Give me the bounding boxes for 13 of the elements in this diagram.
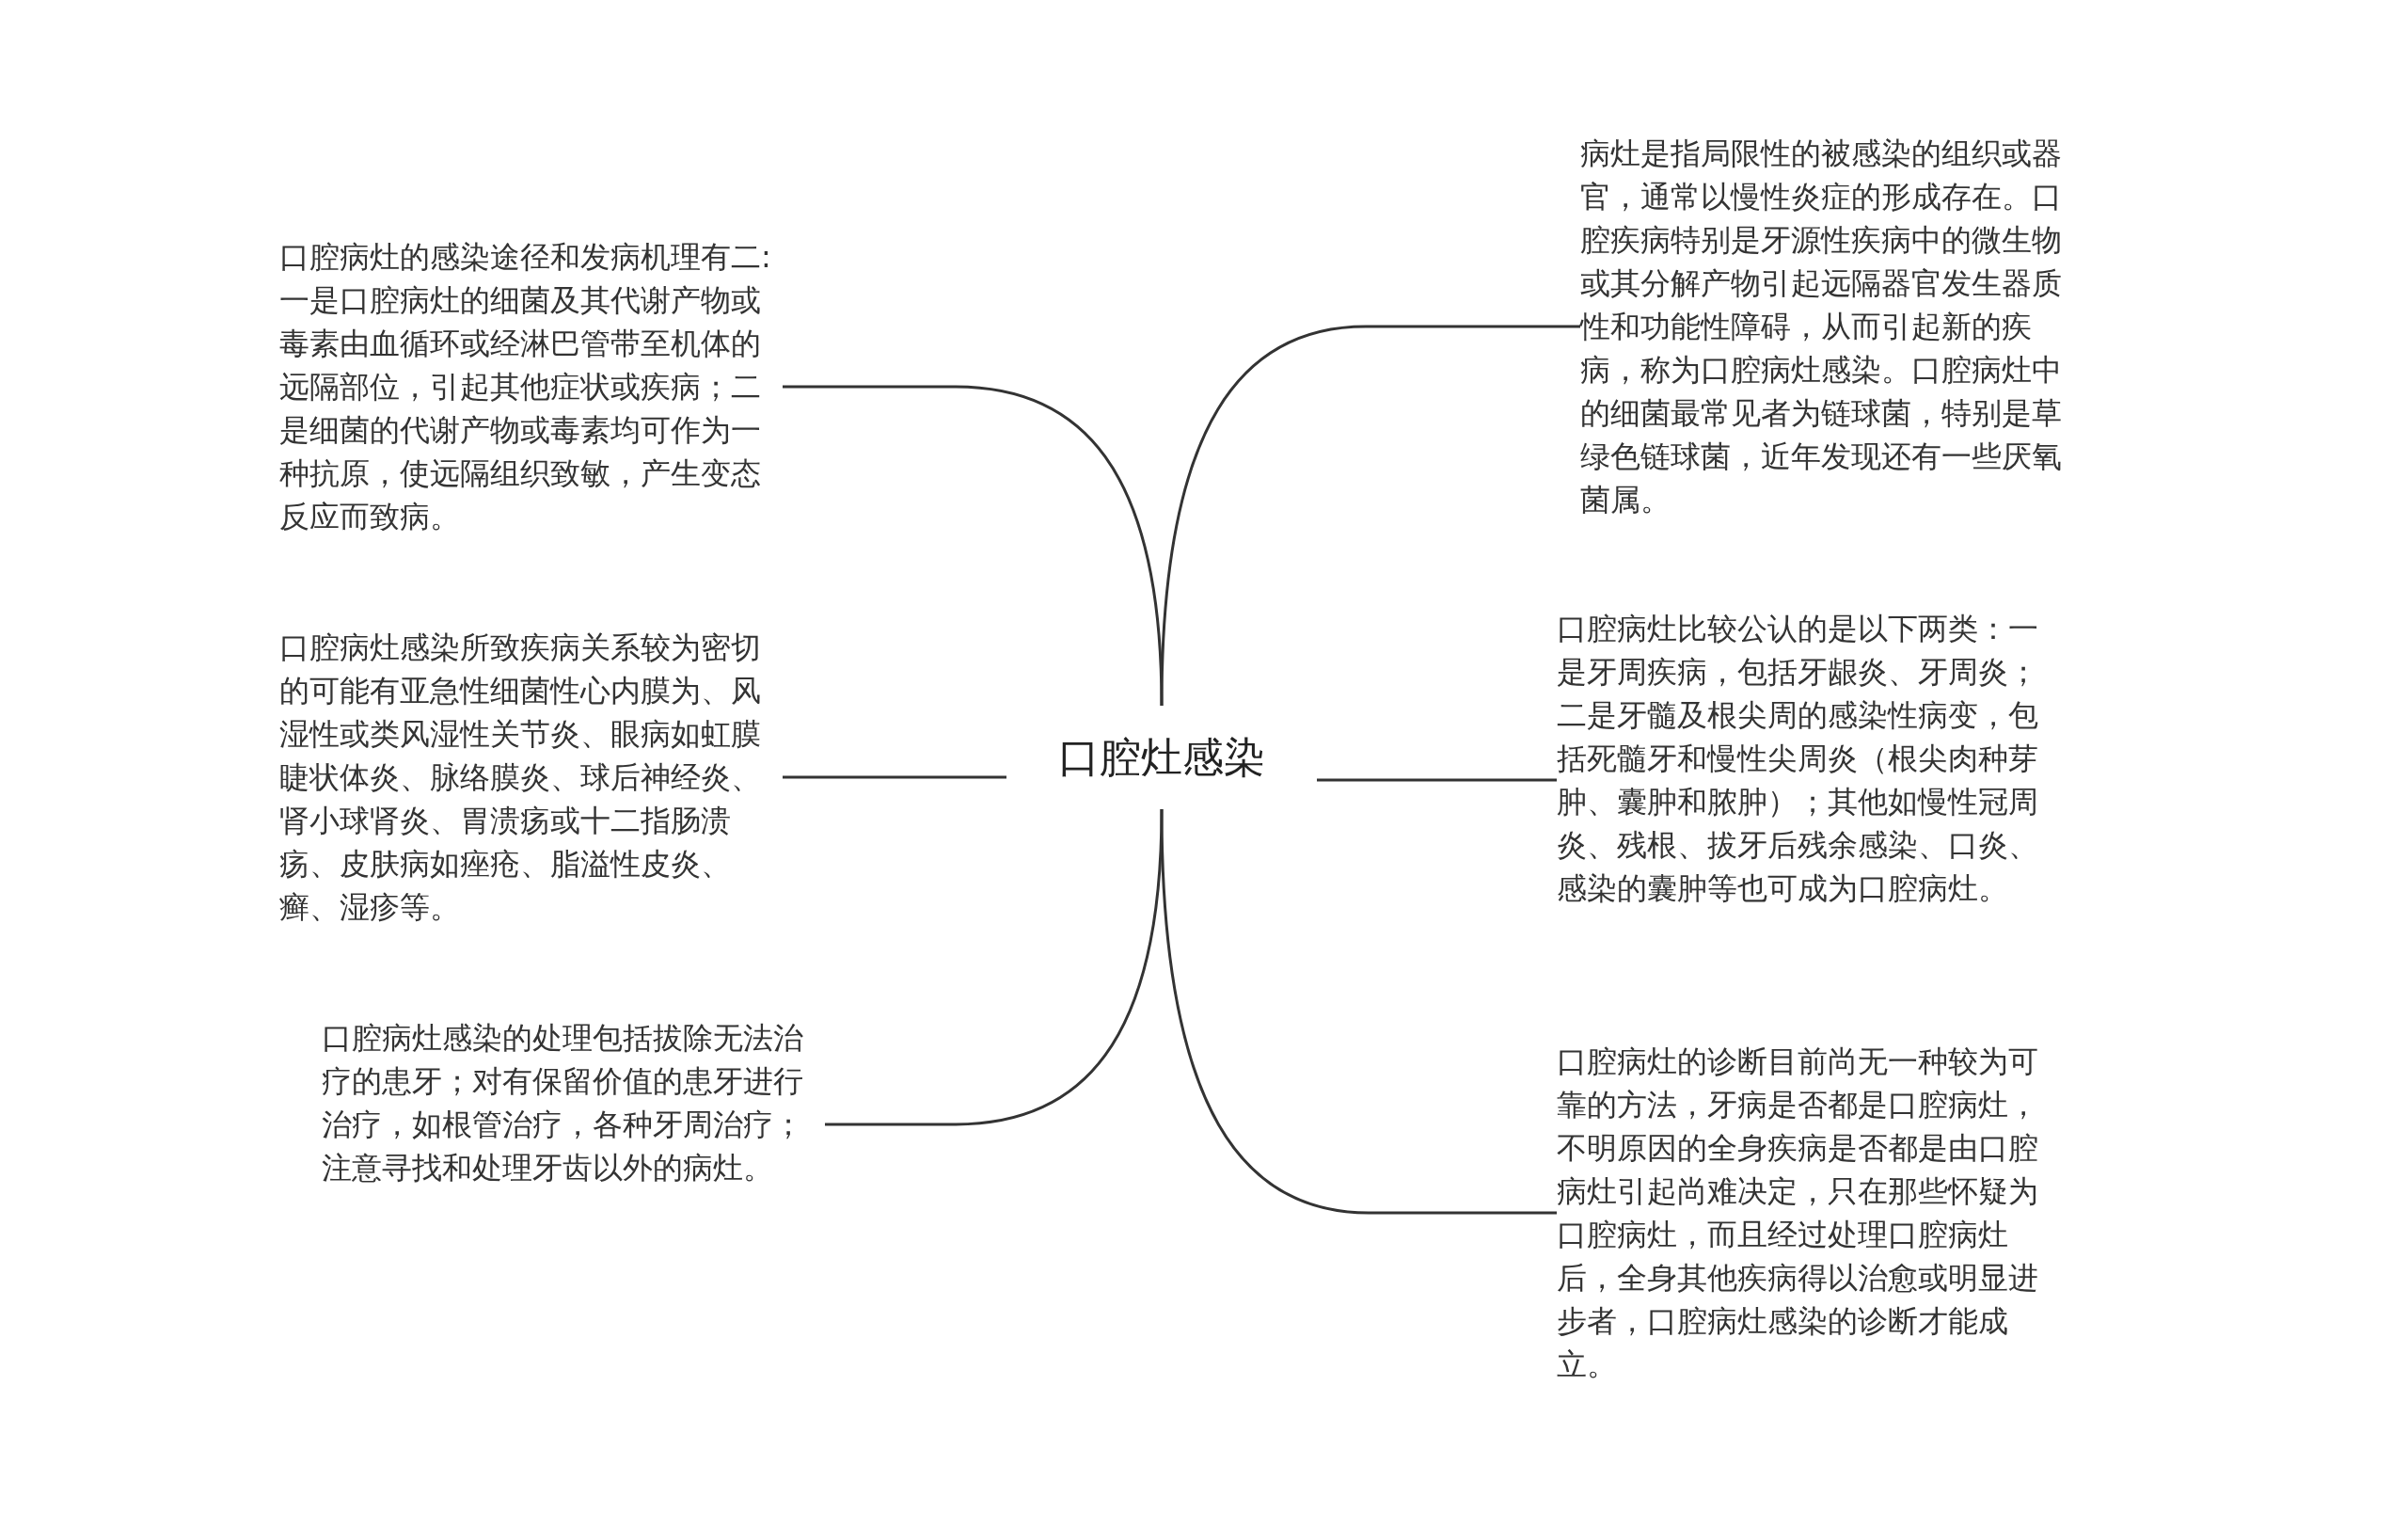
topic-paragraph: 口腔病灶感染所致疾病关系较为密切的可能有亚急性细菌性心内膜为、风湿性或类风湿性关节炎、眼病如虹膜睫状体炎、脉络膜炎、球后神经炎、肾小球肾炎、胃溃疡或十二指肠溃疡、皮肤病如痤疮、脂溢性皮炎、癣、湿疹等。 <box>279 626 783 929</box>
connector-line <box>1160 808 1557 1215</box>
connector-line <box>1317 778 1557 782</box>
connector-line <box>825 808 1164 1126</box>
topic-paragraph: 口腔病灶的感染途径和发病机理有二:一是口腔病灶的细菌及其代谢产物或毒素由血循环或经淋巴管带至机体的远隔部位，引起其他症状或疾病；二是细菌的代谢产物或毒素均可作为一种抗原，使远隔组织致敏，产生变态反应而致病。 <box>279 235 783 538</box>
topic-paragraph: 口腔病灶比较公认的是以下两类：一是牙周疾病，包括牙龈炎、牙周炎；二是牙髓及根尖周的感染性病变，包括死髓牙和慢性尖周炎（根尖肉种芽肿、囊肿和脓肿）；其他如慢性冠周炎、残根、拔牙后残余感染、口炎、感染的囊肿等也可成为口腔病灶。 <box>1557 607 2060 910</box>
connector-line <box>783 385 1164 707</box>
connector-line <box>783 775 1006 779</box>
topic-paragraph: 病灶是指局限性的被感染的组织或器官，通常以慢性炎症的形成存在。口腔疾病特别是牙源性疾病中的微生物或其分解产物引起远隔器官发生器质性和功能性障碍，从而引起新的疾病，称为口腔病灶感染。口腔病灶中的细菌最常见者为链球菌，特别是草绿色链球菌，近年发现还有一些厌氧菌属。 <box>1580 132 2083 521</box>
connector-line <box>1160 325 1580 707</box>
topic-paragraph: 口腔病灶感染的处理包括拔除无法治疗的患牙；对有保留价值的患牙进行治疗，如根管治疗，各种牙周治疗；注意寻找和处理牙齿以外的病灶。 <box>322 1016 825 1189</box>
topic-paragraph: 口腔病灶的诊断目前尚无一种较为可靠的方法，牙病是否都是口腔病灶，不明原因的全身疾病是否都是由口腔病灶引起尚难决定，只在那些怀疑为口腔病灶，而且经过处理口腔病灶后，全身其他疾病得以治愈或明显进步者，口腔病灶感染的诊断才能成立。 <box>1557 1040 2060 1386</box>
topic-title: 口腔灶感染 <box>1058 732 1265 783</box>
